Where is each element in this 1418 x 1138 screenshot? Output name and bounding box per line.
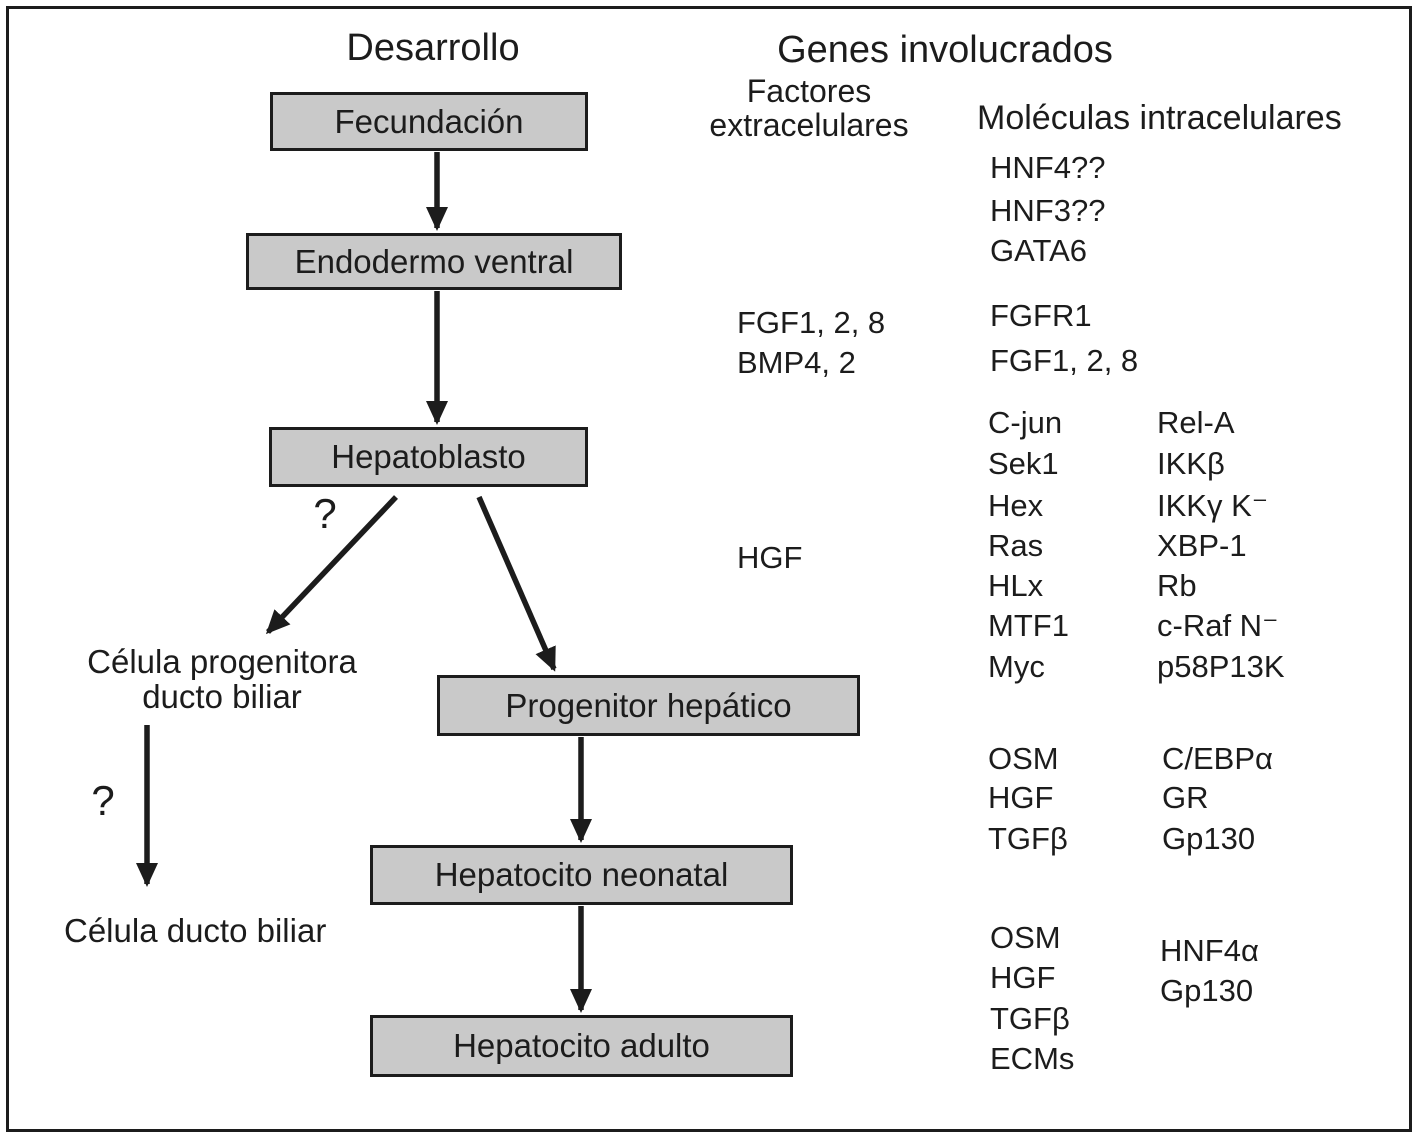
heading-moleculas-intracelulares: Moléculas intracelulares xyxy=(977,99,1342,137)
factor-bmp42: BMP4, 2 xyxy=(737,345,856,380)
title-desarrollo: Desarrollo xyxy=(346,27,520,69)
box-neonatal-label: Hepatocito neonatal xyxy=(434,856,729,893)
factor-tgfb-adult: TGFβ xyxy=(990,1001,1070,1036)
gene-craf: c-Raf N⁻ xyxy=(1157,608,1279,643)
factores-line1: Factores xyxy=(746,73,872,109)
gene-sek1: Sek1 xyxy=(988,446,1059,481)
box-adulto-label: Hepatocito adulto xyxy=(453,1027,710,1064)
box-hepatoblasto: Hepatoblasto xyxy=(269,427,588,487)
box-progenitor-label: Progenitor hepático xyxy=(505,686,792,724)
box-hepatocito-neonatal: Hepatocito neonatal xyxy=(370,845,793,905)
gene-hex: Hex xyxy=(988,488,1044,523)
gene-fgf128-intra: FGF1, 2, 8 xyxy=(990,343,1139,378)
factor-ecms-adult: ECMs xyxy=(990,1041,1075,1076)
box-progenitor-hepatico: Progenitor hepático xyxy=(437,675,860,736)
celula-progenitora-line2: ducto biliar xyxy=(142,678,302,715)
box-hepatocito-adulto: Hepatocito adulto xyxy=(370,1015,793,1077)
celula-progenitora-line1: Célula progenitora xyxy=(87,643,357,680)
gene-gp130-adult: Gp130 xyxy=(1160,973,1254,1008)
question-mark-branch: ? xyxy=(313,490,337,537)
box-hepatoblasto-label: Hepatoblasto xyxy=(331,438,526,475)
gene-ikkg: IKKγ K⁻ xyxy=(1157,488,1269,523)
label-celula-progenitora: Célula progenitora ducto biliar xyxy=(72,644,372,714)
gene-myc: Myc xyxy=(988,649,1045,684)
label-celula-ducto-biliar: Célula ducto biliar xyxy=(64,912,327,949)
box-endodermo-ventral: Endodermo ventral xyxy=(246,233,622,290)
gene-hnf4: HNF4?? xyxy=(990,150,1106,185)
factor-fgf128: FGF1, 2, 8 xyxy=(737,305,886,340)
heading-factores-extracelulares: Factores extracelulares xyxy=(684,74,934,142)
gene-xbp1: XBP-1 xyxy=(1157,528,1247,563)
gene-ras: Ras xyxy=(988,528,1044,563)
factor-osm-adult: OSM xyxy=(990,920,1061,955)
gene-hnf3: HNF3?? xyxy=(990,193,1106,228)
gene-hnf4a-adult: HNF4α xyxy=(1160,933,1259,968)
title-genes-involucrados: Genes involucrados xyxy=(777,29,1113,71)
factor-hgf-adult: HGF xyxy=(990,960,1056,995)
gene-cjun: C-jun xyxy=(988,405,1063,440)
factor-hgf: HGF xyxy=(737,540,803,575)
gene-mtf1: MTF1 xyxy=(988,608,1069,643)
gene-gp130-neonatal: Gp130 xyxy=(1162,821,1256,856)
gene-gr: GR xyxy=(1162,780,1209,815)
box-endodermo-label: Endodermo ventral xyxy=(294,242,574,280)
gene-fgfr1: FGFR1 xyxy=(990,298,1092,333)
gene-ikkb: IKKβ xyxy=(1157,446,1225,481)
box-fecundacion-label: Fecundación xyxy=(334,102,524,140)
gene-gata6: GATA6 xyxy=(990,233,1088,268)
gene-p58p13k: p58P13K xyxy=(1157,649,1285,684)
box-fecundacion: Fecundación xyxy=(270,92,588,151)
factor-hgf-neonatal: HGF xyxy=(988,780,1054,815)
gene-hlx: HLx xyxy=(988,568,1044,603)
gene-rela: Rel-A xyxy=(1157,405,1235,440)
gene-cebpa: C/EBPα xyxy=(1162,741,1273,776)
figure-border xyxy=(6,6,1412,1132)
factores-line2: extracelulares xyxy=(709,107,909,143)
factor-tgfb-neonatal: TGFβ xyxy=(988,821,1068,856)
factor-osm-neonatal: OSM xyxy=(988,741,1059,776)
gene-rb: Rb xyxy=(1157,568,1197,603)
question-mark-ducto: ? xyxy=(91,777,115,824)
